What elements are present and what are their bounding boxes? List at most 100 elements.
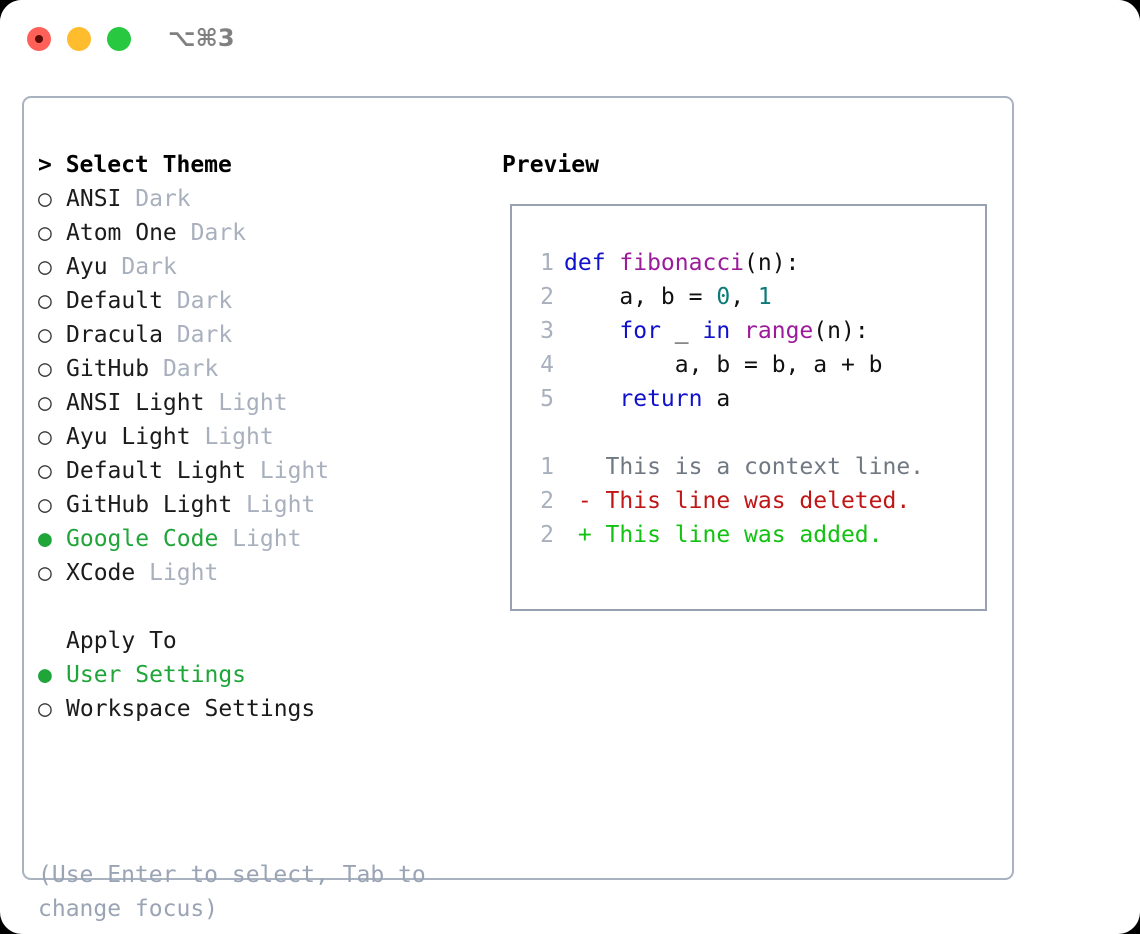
- radio-unselected-icon[interactable]: ○: [38, 186, 66, 212]
- diff-spacer: [526, 416, 979, 450]
- apply-to-label: User Settings: [66, 662, 247, 688]
- diff-text: - This line was deleted.: [564, 488, 911, 514]
- spacer: [121, 186, 135, 212]
- code-token: def: [564, 250, 620, 276]
- theme-list-item[interactable]: ○ ANSI Light Light: [38, 386, 478, 420]
- radio-unselected-icon[interactable]: ○: [38, 390, 66, 416]
- line-number: 4: [540, 352, 554, 378]
- line-number: 2: [540, 284, 554, 310]
- theme-list-item[interactable]: ○ Ayu Dark: [38, 250, 478, 284]
- radio-selected-icon[interactable]: ●: [38, 526, 66, 552]
- spacer: [191, 424, 205, 450]
- theme-list-item[interactable]: ○ GitHub Dark: [38, 352, 478, 386]
- code-line: 3 for _ in range(n):: [526, 314, 979, 348]
- theme-category-tag: Dark: [176, 288, 233, 314]
- theme-category-tag: Dark: [121, 254, 177, 280]
- theme-name: Google Code: [66, 526, 219, 552]
- code-token: a, b = b, a + b: [564, 352, 883, 378]
- theme-list-item[interactable]: ● Google Code Light: [38, 522, 478, 556]
- theme-list-item[interactable]: ○ Atom One Dark: [38, 216, 478, 250]
- apply-to-item[interactable]: ○ Workspace Settings: [38, 692, 478, 726]
- code-token: _: [660, 318, 703, 344]
- spacer: [163, 288, 177, 314]
- line-number: 1: [540, 454, 554, 480]
- theme-list-item[interactable]: ○ Default Dark: [38, 284, 478, 318]
- code-token: a: [702, 386, 731, 412]
- theme-list-item[interactable]: ○ XCode Light: [38, 556, 478, 590]
- code-token: for: [619, 318, 661, 344]
- minimize-window-button[interactable]: [67, 27, 91, 51]
- theme-list-item[interactable]: ○ ANSI Dark: [38, 182, 478, 216]
- theme-selector-panel: > Select Theme ○ ANSI Dark○ Atom One Dar…: [22, 96, 1014, 922]
- theme-list-item[interactable]: ○ Default Light Light: [38, 454, 478, 488]
- theme-name: Default Light: [66, 458, 247, 484]
- radio-unselected-icon[interactable]: ○: [38, 560, 66, 586]
- theme-picker-column: > Select Theme ○ ANSI Dark○ Atom One Dar…: [38, 148, 478, 726]
- radio-unselected-icon[interactable]: ○: [38, 322, 66, 348]
- code-line: 2 a, b = 0, 1: [526, 280, 979, 314]
- theme-name: Dracula: [66, 322, 163, 348]
- apply-to-list[interactable]: ● User Settings○ Workspace Settings: [38, 658, 478, 726]
- theme-name: Default: [66, 288, 163, 314]
- spacer: [108, 254, 122, 280]
- diff-line: 2 + This line was added.: [526, 518, 979, 552]
- maximize-window-button[interactable]: [107, 27, 131, 51]
- theme-list[interactable]: ○ ANSI Dark○ Atom One Dark○ Ayu Dark○ De…: [38, 182, 478, 590]
- spacer: [135, 560, 149, 586]
- theme-category-tag: Dark: [162, 356, 219, 382]
- theme-category-tag: Light: [246, 492, 316, 518]
- spacer: [204, 390, 218, 416]
- keyboard-shortcut-label: ⌥⌘3: [168, 24, 235, 52]
- code-token: in: [702, 318, 731, 344]
- preview-heading: Preview: [502, 152, 599, 178]
- radio-unselected-icon[interactable]: ○: [38, 696, 66, 722]
- theme-category-tag: Light: [259, 458, 330, 484]
- theme-name: Ayu: [66, 254, 108, 280]
- apply-to-header-label: Apply To: [66, 628, 177, 654]
- code-token: [564, 318, 619, 344]
- spacer: [218, 526, 232, 552]
- apply-to-label: Workspace Settings: [66, 696, 316, 722]
- theme-list-item[interactable]: ○ GitHub Light Light: [38, 488, 478, 522]
- code-token: return: [619, 386, 703, 412]
- line-number: 5: [540, 386, 554, 412]
- code-token: [564, 386, 619, 412]
- code-line: 5 return a: [526, 382, 979, 416]
- radio-unselected-icon[interactable]: ○: [38, 356, 66, 382]
- theme-category-tag: Light: [218, 390, 288, 416]
- radio-unselected-icon[interactable]: ○: [38, 288, 66, 314]
- diff-line: 1 This is a context line.: [526, 450, 979, 484]
- radio-unselected-icon[interactable]: ○: [38, 458, 66, 484]
- line-number: 2: [540, 488, 554, 514]
- spacer: [232, 492, 246, 518]
- close-window-button[interactable]: [27, 27, 51, 51]
- code-token: a, b =: [564, 284, 717, 310]
- diff-text: This is a context line.: [564, 454, 925, 480]
- theme-category-tag: Dark: [176, 322, 233, 348]
- theme-name: GitHub: [66, 356, 150, 382]
- spacer: [149, 356, 163, 382]
- radio-unselected-icon[interactable]: ○: [38, 254, 66, 280]
- theme-name: XCode: [66, 560, 136, 586]
- theme-list-item[interactable]: ○ Dracula Dark: [38, 318, 478, 352]
- diff-lines: 1 This is a context line. 2 - This line w…: [526, 450, 979, 552]
- theme-name: GitHub Light: [66, 492, 233, 518]
- radio-selected-icon[interactable]: ●: [38, 662, 66, 688]
- theme-name: ANSI: [66, 186, 122, 212]
- theme-category-tag: Dark: [190, 220, 247, 246]
- code-line: 4 a, b = b, a + b: [526, 348, 979, 382]
- spacer: [177, 220, 191, 246]
- apply-to-item[interactable]: ● User Settings: [38, 658, 478, 692]
- code-token: (n):: [744, 250, 800, 276]
- theme-category-tag: Light: [149, 560, 219, 586]
- radio-unselected-icon[interactable]: ○: [38, 492, 66, 518]
- radio-unselected-icon[interactable]: ○: [38, 424, 66, 450]
- theme-list-item[interactable]: ○ Ayu Light Light: [38, 420, 478, 454]
- select-theme-header: > Select Theme: [38, 152, 232, 178]
- code-token: 0: [716, 284, 731, 310]
- radio-unselected-icon[interactable]: ○: [38, 220, 66, 246]
- code-token: (n):: [813, 318, 869, 344]
